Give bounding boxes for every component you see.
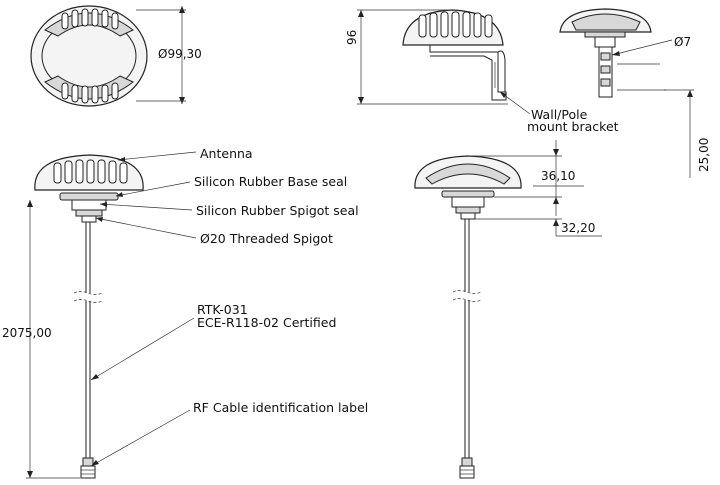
spigot-seal-label: Silicon Rubber Spigot seal — [196, 203, 359, 218]
certification-label: ECE-R118-02 Certified — [197, 315, 336, 330]
rf-cable-label: RF Cable identification label — [193, 400, 368, 415]
top-diameter-dim: Ø99,30 — [158, 47, 202, 61]
bracket-label-line1: Wall/Pole — [531, 107, 588, 122]
front-slots — [53, 159, 128, 184]
top-slots — [61, 8, 119, 30]
model-label: RTK-031 — [197, 302, 248, 317]
front-view-labelled: 2075,00 Antenna Silicon Rubber Base seal… — [2, 146, 368, 479]
cable-length-dim: 2075,00 — [2, 326, 52, 340]
bottom-slots — [61, 82, 119, 104]
height-dim: 96 — [345, 30, 359, 45]
front-view-dimensioned: 36,10 32,20 — [414, 140, 602, 479]
top-view: Ø99,30 — [30, 5, 202, 107]
base-seal-label: Silicon Rubber Base seal — [194, 174, 347, 189]
bracket-label-line2: mount bracket — [527, 119, 619, 134]
threaded-spigot-label: Ø20 Threaded Spigot — [200, 231, 333, 246]
spigot-length-dim: 32,20 — [561, 221, 595, 235]
side-view-bracket: 96 Wall/Pole mount bracket — [345, 9, 619, 134]
side-slots — [418, 11, 493, 38]
bracket-offset-dim: 25,00 — [697, 138, 711, 172]
side-view-spigot: Ø7 25,00 — [559, 8, 711, 178]
spigot-diameter-dim: Ø7 — [674, 35, 691, 49]
antenna-label: Antenna — [200, 146, 253, 161]
base-height-dim: 36,10 — [541, 169, 575, 183]
